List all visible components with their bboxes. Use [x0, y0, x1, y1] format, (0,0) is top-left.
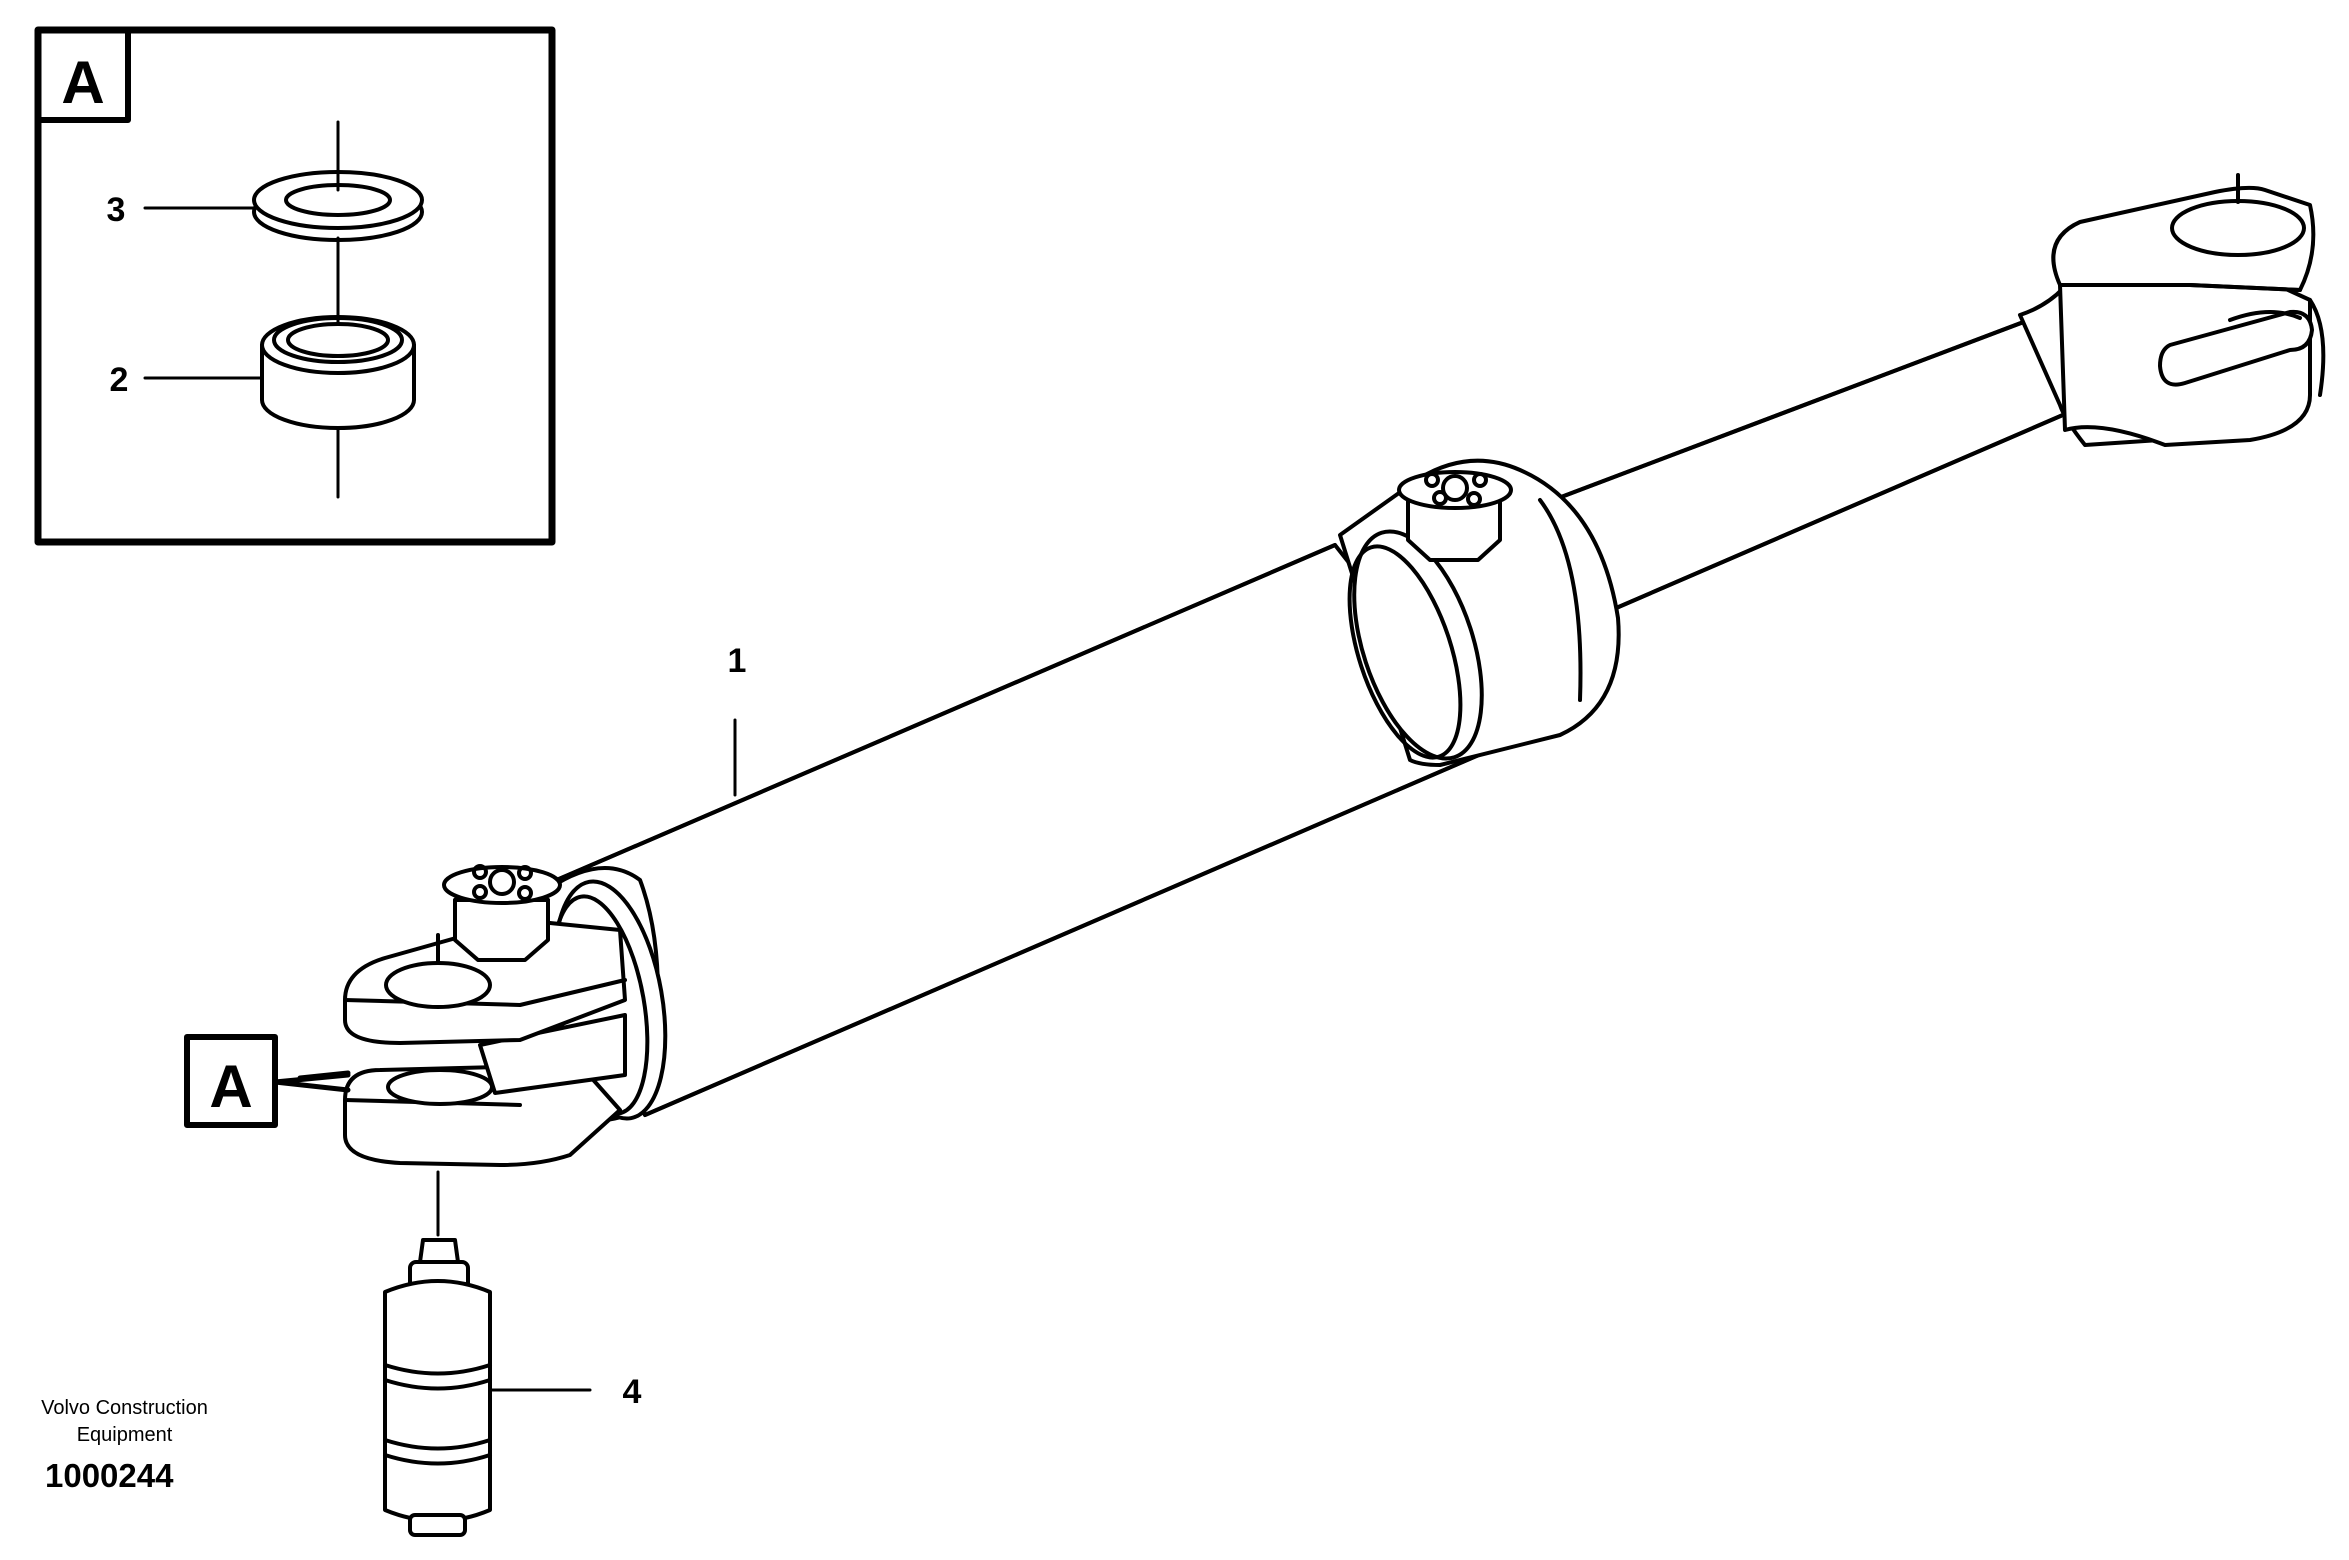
detail-inset-a	[34, 26, 556, 546]
pin	[383, 1170, 492, 1537]
reference-a-letter: A	[209, 1053, 252, 1120]
manufacturer-line-2: Equipment	[76, 1424, 173, 1446]
bearing	[260, 315, 416, 430]
base-clevis	[343, 864, 627, 1167]
part-label-2: 2	[110, 361, 129, 399]
detail-letter-box	[35, 27, 131, 123]
reference-a-arrow	[272, 1070, 351, 1093]
reference-a-box	[184, 1034, 278, 1128]
manufacturer-line-1: Volvo Construction	[41, 1397, 208, 1419]
piston-rod	[1538, 310, 2088, 617]
part-label-3: 3	[107, 191, 126, 229]
reference-a	[184, 1034, 351, 1128]
rod-clevis	[2018, 173, 2326, 447]
drawing-number: 1000244	[45, 1457, 174, 1494]
washer-ring	[252, 170, 424, 242]
part-label-1: 1	[728, 642, 747, 680]
detail-letter: A	[61, 49, 104, 116]
cylinder-head	[1338, 458, 1621, 767]
part-label-4: 4	[623, 1373, 642, 1411]
drawing-caption: Volvo Construction Equipment 1000244	[22, 1395, 227, 1495]
detail-frame	[34, 26, 556, 546]
